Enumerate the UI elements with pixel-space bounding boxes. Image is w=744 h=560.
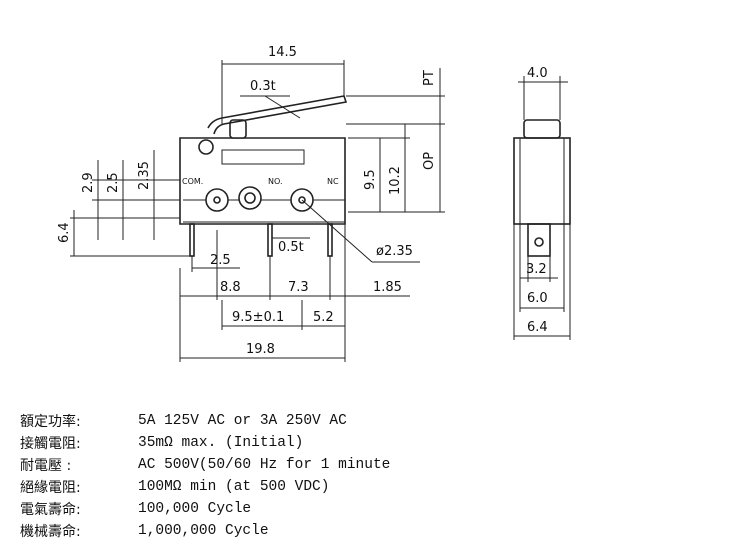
dim-6-4-vertical: 6.4 — [57, 222, 72, 243]
dim-5-2: 5.2 — [313, 310, 334, 325]
dim-1-85: 1.85 — [373, 280, 402, 295]
actuator-button — [229, 119, 247, 139]
switch-dimension-drawing: COM. NO. NC 14.5 0.3t PT OP 9.5 10.2 — [57, 45, 571, 362]
side-view: 4.0 3.2 6.0 6.4 — [513, 66, 571, 340]
spec-label: 接觸電阻: — [20, 436, 81, 452]
dim-width-14-5: 14.5 — [268, 45, 297, 60]
spec-label: 耐電壓 : — [20, 458, 72, 474]
label-nc: NC — [327, 177, 339, 186]
front-view: COM. NO. NC 14.5 0.3t PT OP 9.5 10.2 — [57, 45, 445, 362]
spec-row-mechanical-life: 機械壽命: 1,000,000 Cycle — [20, 520, 390, 542]
dim-lever-thickness: 0.3t — [250, 79, 276, 94]
terminal-com — [189, 223, 195, 257]
spec-row-contact-resistance: 接觸電阻: 35mΩ max. (Initial) — [20, 432, 390, 454]
dim-4-0: 4.0 — [527, 66, 548, 81]
dim-pt: PT — [422, 70, 437, 86]
dim-9-5-tolerance: 9.5±0.1 — [232, 310, 284, 325]
spec-value: 100,000 Cycle — [138, 501, 252, 517]
spec-row-rating: 額定功率: 5A 125V AC or 3A 250V AC — [20, 410, 390, 432]
dim-hole-diameter: ø2.35 — [376, 244, 413, 259]
spec-row-electrical-life: 電氣壽命: 100,000 Cycle — [20, 498, 390, 520]
dim-8-8: 8.8 — [220, 280, 241, 295]
dim-9-5: 9.5 — [363, 169, 378, 190]
spec-label: 額定功率: — [20, 414, 81, 430]
side-terminal — [527, 223, 551, 257]
dim-2-35: 2.35 — [137, 161, 152, 190]
spec-row-insulation-resistance: 絕緣電阻: 100MΩ min (at 500 VDC) — [20, 476, 390, 498]
label-com: COM. — [182, 177, 203, 186]
terminal-no — [267, 223, 273, 257]
dim-2-5-vertical: 2.5 — [106, 172, 121, 193]
dim-19-8: 19.8 — [246, 342, 275, 357]
side-actuator — [523, 119, 561, 139]
pivot-hole — [198, 139, 214, 155]
dim-10-2: 10.2 — [388, 166, 403, 195]
side-terminal-hole — [534, 237, 544, 247]
spec-value: 35mΩ max. (Initial) — [138, 435, 304, 451]
dim-6-0: 6.0 — [527, 291, 548, 306]
dim-6-4: 6.4 — [527, 320, 548, 335]
spec-label: 電氣壽命: — [20, 502, 81, 518]
spec-label: 絕緣電阻: — [20, 480, 81, 496]
terminal-nc — [327, 223, 333, 257]
spec-value: AC 500V(50/60 Hz for 1 minute — [138, 457, 391, 473]
spec-value: 5A 125V AC or 3A 250V AC — [138, 413, 347, 429]
spec-row-dielectric-strength: 耐電壓 : AC 500V(50/60 Hz for 1 minute — [20, 454, 390, 476]
spec-value: 100MΩ min (at 500 VDC) — [138, 479, 330, 495]
dim-2-9: 2.9 — [81, 172, 96, 193]
spec-value: 1,000,000 Cycle — [138, 523, 269, 539]
dim-7-3: 7.3 — [288, 280, 309, 295]
dim-op: OP — [422, 152, 437, 170]
top-slot — [221, 149, 305, 165]
lever — [207, 95, 348, 135]
spec-label: 機械壽命: — [20, 524, 81, 540]
dim-2-5-horizontal: 2.5 — [210, 253, 231, 268]
dim-terminal-thickness: 0.5t — [278, 240, 304, 255]
specifications-list: 額定功率: 5A 125V AC or 3A 250V AC 接觸電阻: 35m… — [20, 410, 390, 542]
dim-3-2: 3.2 — [526, 262, 547, 277]
side-body — [513, 137, 571, 225]
label-no: NO. — [268, 177, 283, 186]
